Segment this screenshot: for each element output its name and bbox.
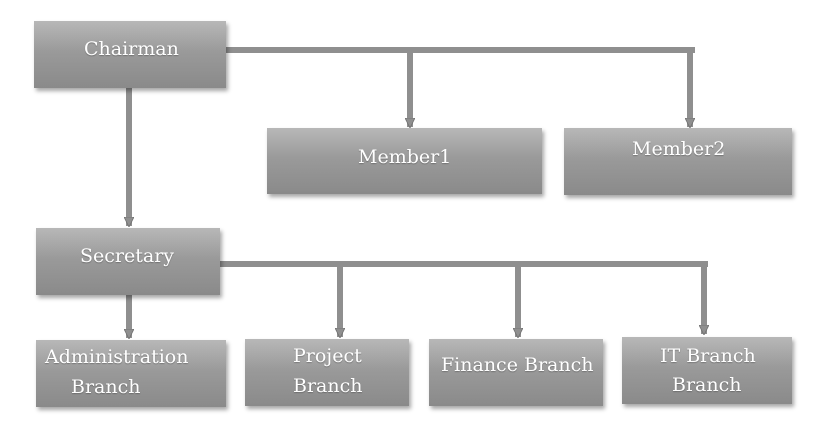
it-label-line1: IT Branch (660, 345, 756, 367)
member1-label: Member1 (358, 146, 452, 168)
it-label-line2: Branch (672, 374, 742, 396)
finance-label: Finance Branch (441, 354, 594, 376)
chairman-box: Chairman (34, 21, 226, 88)
project-label-line1: Project (293, 345, 362, 367)
finance-branch-box: Finance Branch (429, 339, 603, 406)
member2-box: Member2 (564, 128, 792, 195)
chairman-label: Chairman (84, 38, 179, 60)
administration-branch-box: Administration Branch (36, 340, 226, 407)
administration-label-line2: Branch (71, 376, 141, 398)
project-branch-box: Project Branch (245, 339, 409, 406)
secretary-label: Secretary (80, 245, 175, 267)
secretary-box: Secretary (36, 228, 220, 295)
project-label-line2: Branch (293, 375, 363, 397)
it-branch-box: IT Branch Branch (622, 337, 792, 404)
administration-label-line1: Administration (45, 346, 189, 368)
member2-label: Member2 (632, 138, 726, 160)
member1-box: Member1 (267, 128, 542, 194)
